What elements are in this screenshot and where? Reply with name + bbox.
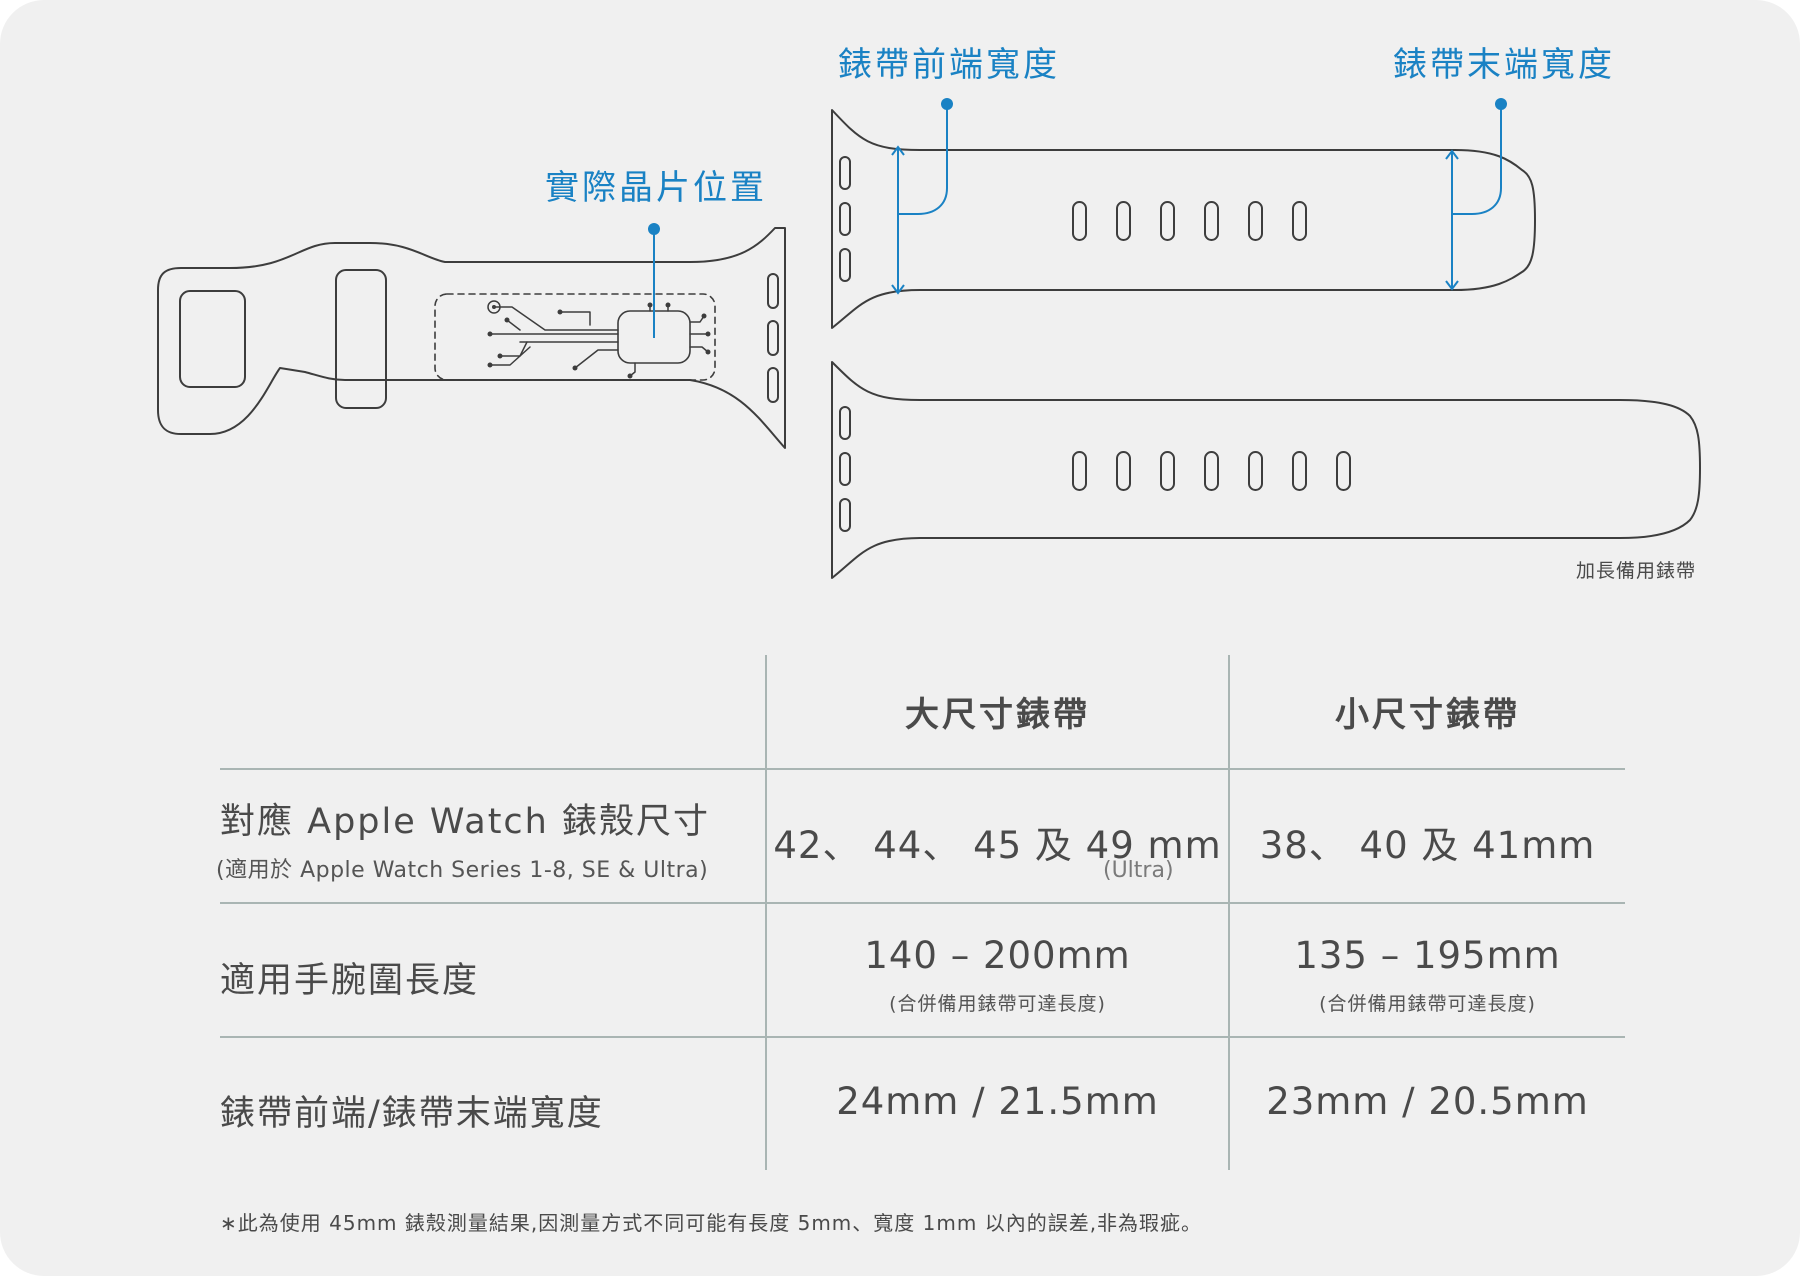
tail-width-pointer [1452, 104, 1502, 215]
chip-area [434, 293, 716, 381]
table-divider [765, 655, 767, 1170]
large-case-size: 42、 44、 45 及 49 mm [773, 824, 1222, 867]
large-wrist-note: (合併備用錶帶可達長度) [889, 993, 1106, 1015]
table-divider [1228, 655, 1230, 1170]
band-diagram [157, 98, 1701, 579]
footnote: ∗此為使用 45mm 錶殼測量結果,因測量方式不同可能有長度 5mm、寬度 1m… [220, 1211, 1203, 1235]
tail-band-outline [831, 109, 1536, 329]
table-rule [220, 768, 1625, 770]
chip-position-callout: 實際晶片位置 [545, 168, 767, 208]
large-wrist-range: 140 – 200mm [864, 934, 1131, 977]
extended-band-label: 加長備用錶帶 [1575, 560, 1696, 582]
front-width-pointer [898, 104, 948, 215]
extended-band-outline [831, 361, 1701, 579]
buckle-window [179, 290, 246, 388]
row-label-width: 錶帶前端/錶帶末端寬度 [220, 1094, 604, 1134]
column-header-large: 大尺寸錶帶 [905, 695, 1090, 735]
ultra-note: (Ultra) [1103, 858, 1174, 883]
small-width: 23mm / 20.5mm [1266, 1080, 1589, 1123]
column-header-small: 小尺寸錶帶 [1335, 695, 1520, 735]
row-label-wrist: 適用手腕圍長度 [220, 961, 480, 1001]
buckle-slot [335, 269, 387, 409]
large-width: 24mm / 21.5mm [836, 1080, 1159, 1123]
table-rule [220, 902, 1625, 904]
small-wrist-note: (合併備用錶帶可達長度) [1319, 993, 1536, 1015]
front-width-callout: 錶帶前端寬度 [838, 45, 1060, 85]
row-label-case-size: 對應 Apple Watch 錶殼尺寸 [220, 802, 710, 842]
small-wrist-range: 135 – 195mm [1294, 934, 1561, 977]
small-case-size: 38、 40 及 41mm [1259, 824, 1596, 867]
row-sublabel-compat: (適用於 Apple Watch Series 1-8, SE & Ultra) [216, 858, 709, 883]
buckle-band-outline [157, 227, 786, 449]
table-rule [220, 1036, 1625, 1038]
tail-width-callout: 錶帶末端寬度 [1393, 45, 1615, 85]
